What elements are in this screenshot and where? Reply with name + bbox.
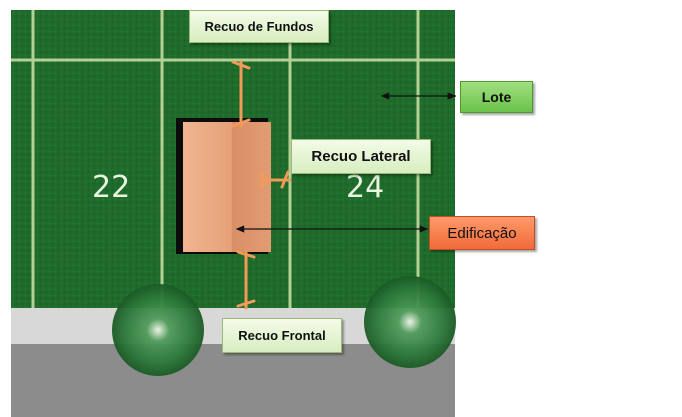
label-recuo-lateral: Recuo Lateral	[291, 139, 431, 174]
building	[183, 122, 271, 252]
setback-arrows	[231, 60, 292, 310]
lot-boundary-lines	[11, 10, 455, 308]
label-lote: Lote	[460, 81, 533, 113]
label-recuo-frontal: Recuo Frontal	[222, 318, 342, 353]
label-edificacao: Edificação	[429, 216, 535, 250]
lot-number-right: 24	[346, 170, 385, 205]
lot-number-left: 22	[92, 170, 131, 205]
label-recuo-de-fundos: Recuo de Fundos	[189, 10, 329, 43]
pointer-arrows	[235, 92, 456, 233]
tree-right	[364, 276, 456, 368]
tree-left	[112, 284, 204, 376]
